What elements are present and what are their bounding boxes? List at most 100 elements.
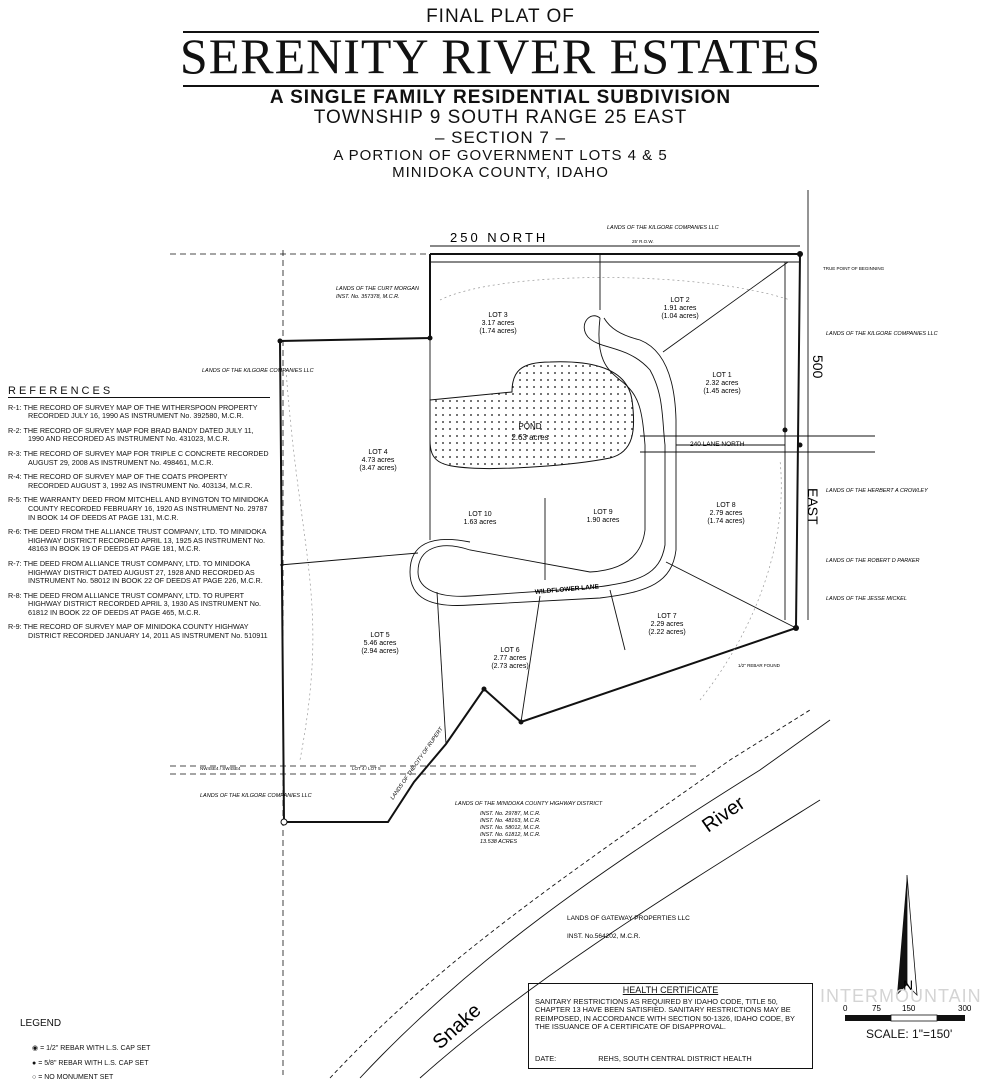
row-note: 25' R.O.W. (632, 239, 654, 244)
lot-6-net: (2.73 acres) (491, 663, 528, 670)
lot-4-acres: 4.73 acres (362, 457, 395, 464)
reference-item: R-1: THE RECORD OF SURVEY MAP OF THE WIT… (8, 402, 258, 421)
adjoiner-kilgore-bottom: LANDS OF THE KILGORE COMPANIES LLC (200, 793, 312, 799)
lot-7-name: LOT 7 (657, 613, 676, 620)
health-body: SANITARY RESTRICTIONS AS REQUIRED BY IDA… (535, 996, 795, 1032)
highway-inst: 13.538 ACRES (480, 839, 517, 845)
pond-acres: 2.63 acres (511, 433, 548, 442)
lot-5-name: LOT 5 (370, 632, 389, 639)
legend-title: LEGEND (20, 1018, 62, 1029)
lot-7-acres: 2.29 acres (651, 621, 684, 628)
scale-tick: 150 (902, 1004, 916, 1013)
river-banks (329, 709, 831, 1079)
lot-1-net: (1.45 acres) (703, 388, 740, 395)
pond-label: POND (518, 422, 541, 431)
county-label: MINIDOKA COUNTY, IDAHO (392, 164, 609, 181)
legend: LEGEND ◉ = 1/2" REBAR WITH L.S. CAP SET … (20, 1018, 150, 1081)
reference-item: R-8: THE DEED FROM ALLIANCE TRUST COMPAN… (8, 590, 261, 617)
river-label-snake: Snake (429, 999, 486, 1053)
gov-lot-note: LOT 4 / LOT 5 (352, 766, 381, 771)
legend-item: ● = 5/8" REBAR WITH L.S. CAP SET (32, 1060, 149, 1067)
reference-item: R-6: THE DEED FROM THE ALLIANCE TRUST CO… (8, 527, 266, 554)
wildflower-lane (409, 315, 677, 606)
lot-10-name: LOT 10 (468, 511, 491, 518)
lot-9-name: LOT 9 (593, 509, 612, 516)
lot-7-net: (2.22 acres) (648, 629, 685, 636)
road-250-north: 250 NORTH (450, 230, 548, 245)
adjoiner-curt-inst: INST. No. 357378, M.C.R. (336, 294, 400, 300)
adjoiner-gateway-inst: INST. No.564202, M.C.R. (567, 933, 641, 940)
scale-bar: 0 75 150 300 (843, 1004, 972, 1022)
watermark: INTERMOUNTAIN (820, 986, 982, 1006)
adjoiner-rupert: LANDS OF THE CITY OF RUPERT (390, 726, 445, 801)
lot-5-acres: 5.46 acres (364, 640, 397, 647)
health-footer: DATE: REHS, SOUTH CENTRAL DISTRICT HEALT… (535, 1055, 806, 1064)
corner-notes: TRUE POINT OF BEGINNING 1/2" REBAR FOUND… (200, 239, 885, 771)
road-240-lane: 240 LANE NORTH (690, 441, 745, 448)
floodplain-line (285, 277, 791, 761)
lot-1-name: LOT 1 (712, 372, 731, 379)
highway-inst: INST. No. 61812, M.C.R. (480, 832, 541, 838)
lot-3-net: (1.74 acres) (479, 328, 516, 335)
lot-labels: LOT 1 2.32 acres (1.45 acres) LOT 2 1.91… (359, 297, 744, 670)
lot-2-name: LOT 2 (670, 297, 689, 304)
lot-6-name: LOT 6 (500, 647, 519, 654)
reference-item: R-3: THE RECORD OF SURVEY MAP FOR TRIPLE… (8, 448, 269, 467)
date-label: DATE: (535, 1054, 557, 1064)
lot-5-net: (2.94 acres) (361, 648, 398, 655)
adjoiner-highway: LANDS OF THE MINIDOKA COUNTY HIGHWAY DIS… (455, 801, 603, 807)
adjoiner-curt-morgan: LANDS OF THE CURT MORGAN (336, 286, 419, 292)
pond (429, 361, 635, 470)
highway-inst: INST. No. 48163, M.C.R. (480, 818, 541, 824)
highway-inst: INST. No. 29787, M.C.R. (480, 811, 541, 817)
lot-8-net: (1.74 acres) (707, 518, 744, 525)
lot-10-acres: 1.63 acres (464, 519, 497, 526)
rebar-found-note: 1/2" REBAR FOUND (738, 663, 781, 668)
lot-2-net: (1.04 acres) (661, 313, 698, 320)
five-eighth-rebar-icon: ● (32, 1060, 37, 1067)
reference-item: R-5: THE WARRANTY DEED FROM MITCHELL AND… (8, 495, 268, 522)
adjoiner-labels: LANDS OF THE KILGORE COMPANIES LLC LANDS… (200, 225, 938, 940)
lot-8-acres: 2.79 acres (710, 510, 743, 517)
plat-heading: FINAL PLAT OF (426, 6, 575, 27)
adjoiner-gateway: LANDS OF GATEWAY PROPERTIES LLC (567, 915, 690, 922)
monuments (277, 251, 803, 826)
road-wildflower: WILDFLOWER LANE (535, 583, 600, 596)
legend-item: ◉ = 1/2" REBAR WITH L.S. CAP SET (32, 1045, 151, 1052)
adjoiner-mickel: LANDS OF THE JESSE MICKEL (826, 596, 907, 602)
scale-tick: 0 (843, 1004, 848, 1013)
half-inch-rebar-icon: ◉ (32, 1045, 39, 1052)
adjoiner-parker: LANDS OF THE ROBERT D PARKER (826, 558, 920, 564)
highway-inst: INST. No. 58012, M.C.R. (480, 825, 541, 831)
scale-tick: 75 (872, 1004, 881, 1013)
subdivision-name: SERENITY RIVER ESTATES (179, 28, 822, 84)
township-range: TOWNSHIP 9 SOUTH RANGE 25 EAST (313, 107, 688, 128)
health-certificate: HEALTH CERTIFICATE SANITARY RESTRICTIONS… (528, 983, 813, 1069)
reference-item: R-9: THE RECORD OF SURVEY MAP OF MINIDOK… (8, 622, 268, 641)
lot-6-acres: 2.77 acres (494, 655, 527, 662)
lot-3-name: LOT 3 (488, 312, 507, 319)
reference-item: R-4: THE RECORD OF SURVEY MAP OF THE COA… (8, 472, 253, 490)
adjoiner-crowley: LANDS OF THE HERBERT A CROWLEY (826, 488, 928, 494)
north-label: N (903, 977, 913, 993)
river-label-river: River (698, 792, 749, 837)
reference-item: R-2: THE RECORD OF SURVEY MAP FOR BRAD B… (8, 425, 254, 444)
road-500-east-b: EAST (805, 488, 821, 525)
north-arrow: N (897, 874, 918, 997)
reference-item: R-7: THE DEED FROM ALLIANCE TRUST COMPAN… (8, 558, 263, 586)
legend-item: ○ = NO MONUMENT SET (32, 1074, 114, 1081)
lot-9-acres: 1.90 acres (587, 517, 620, 524)
health-title: HEALTH CERTIFICATE (622, 985, 719, 995)
road-500-east-a: 500 (810, 355, 826, 379)
lot-3-acres: 3.17 acres (482, 320, 515, 327)
lot-1-acres: 2.32 acres (706, 380, 739, 387)
lot-8-name: LOT 8 (716, 502, 735, 509)
lot-4-net: (3.47 acres) (359, 465, 396, 472)
title-rule (183, 31, 819, 87)
scale-tick: 300 (958, 1004, 972, 1013)
lot-4-name: LOT 4 (368, 449, 387, 456)
true-point-of-beginning: TRUE POINT OF BEGINNING (823, 266, 885, 271)
adjoiner-kilgore-top: LANDS OF THE KILGORE COMPANIES LLC (607, 225, 719, 231)
rehs-label: REHS, SOUTH CENTRAL DISTRICT HEALTH (598, 1054, 752, 1064)
